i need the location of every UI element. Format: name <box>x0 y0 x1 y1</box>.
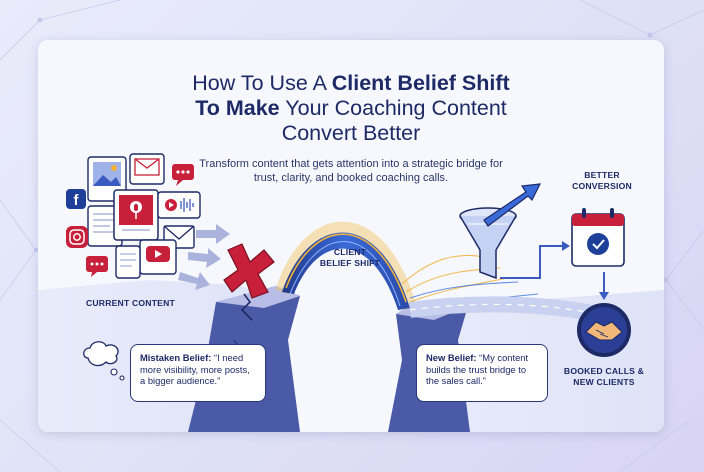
facebook-icon: f <box>66 189 86 209</box>
flow-arrows <box>178 224 230 290</box>
infographic-card: f <box>38 40 664 432</box>
new-belief-heading: New Belief: <box>426 352 477 363</box>
calendar-check-icon <box>571 208 625 267</box>
title-line-3: Convert Better <box>281 121 421 145</box>
booked-calls-label: BOOKED CALLS & NEW CLIENTS <box>563 366 645 387</box>
mistaken-belief-quote: “I need more visibility, more posts, a b… <box>140 352 250 386</box>
image-icon <box>87 156 127 202</box>
bridge-glow <box>275 221 417 310</box>
subtitle: Transform content that gets attention in… <box>199 158 503 184</box>
x-mark-icon <box>223 243 275 299</box>
youtube-icon <box>139 239 177 275</box>
thought-cloud-icon <box>83 341 125 381</box>
arrow-up-icon <box>483 183 542 227</box>
current-content-label: CURRENT CONTENT <box>86 298 175 308</box>
title-line-1: How To Use A Client Belief Shift <box>192 71 510 95</box>
instagram-icon <box>66 226 88 248</box>
path-road <box>408 296 600 322</box>
new-belief-bubble: New Belief: “My content builds the trust… <box>416 344 548 402</box>
handshake-icon <box>577 303 631 357</box>
new-belief-quote: “My content builds the trust bridge to t… <box>426 352 529 386</box>
podcast-icon <box>113 189 159 241</box>
bridge-label: CLIENT BELIEF SHIFT <box>319 247 381 268</box>
better-conversion-label: BETTER CONVERSION <box>572 170 632 191</box>
email-card-icon <box>129 153 165 185</box>
connector-line <box>500 245 562 279</box>
svg-text:f: f <box>74 192 80 209</box>
mistaken-belief-bubble: Mistaken Belief: “I need more visibility… <box>130 344 266 402</box>
title-line-2: To Make Your Coaching Content <box>195 96 507 120</box>
chat-icon <box>172 164 194 186</box>
comment-icon <box>86 256 108 277</box>
crack <box>240 293 253 321</box>
audio-wave-icon <box>157 191 201 219</box>
mistaken-belief-heading: Mistaken Belief: <box>140 352 212 363</box>
